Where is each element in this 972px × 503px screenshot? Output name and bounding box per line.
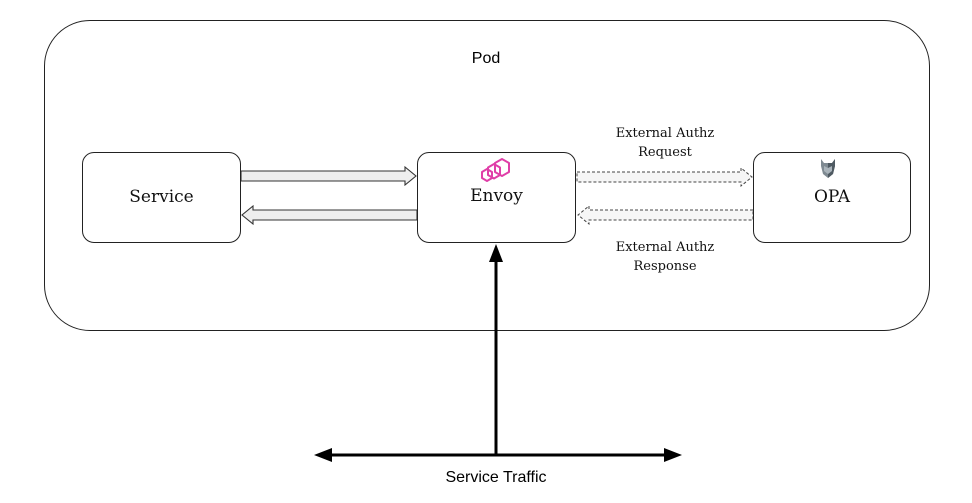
authz-response-note: External Authz Response bbox=[585, 238, 745, 276]
authz-request-line2: Request bbox=[638, 145, 692, 160]
service-label: Service bbox=[129, 187, 194, 207]
service-traffic-label: Service Traffic bbox=[445, 469, 547, 486]
envoy-label: Envoy bbox=[470, 186, 523, 206]
service-node: Service bbox=[82, 152, 241, 243]
traffic-left-arrowhead bbox=[314, 448, 332, 462]
authz-request-note: External Authz Request bbox=[585, 124, 745, 162]
service-to-envoy-arrow bbox=[240, 165, 417, 187]
envoy-to-service-arrow bbox=[241, 204, 418, 226]
opa-logo-icon bbox=[821, 159, 835, 178]
opa-label: OPA bbox=[813, 187, 851, 207]
authz-request-arrow bbox=[576, 166, 753, 188]
opa-node: OPA bbox=[753, 152, 911, 243]
authz-request-line1: External Authz bbox=[615, 126, 715, 141]
envoy-logo-icon bbox=[481, 158, 510, 182]
authz-response-line1: External Authz bbox=[615, 240, 715, 255]
authz-response-arrow bbox=[577, 204, 754, 226]
pod-boundary bbox=[44, 20, 930, 331]
traffic-right-arrowhead bbox=[664, 448, 682, 462]
pod-label: Pod bbox=[471, 50, 501, 67]
envoy-node: Envoy bbox=[417, 152, 576, 243]
authz-response-line2: Response bbox=[633, 259, 697, 274]
traffic-up-arrowhead bbox=[489, 244, 503, 262]
